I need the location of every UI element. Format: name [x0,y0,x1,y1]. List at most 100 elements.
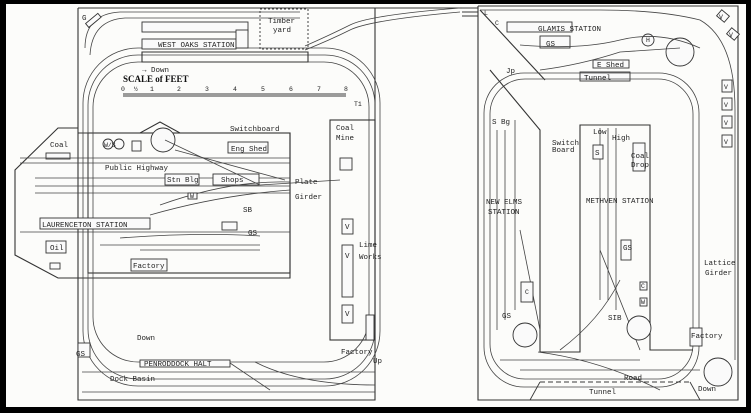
label-penroddock-halt: PENRODDOCK HALT [144,361,212,369]
v-wagon-r4 [721,134,733,148]
label-s: S [595,150,600,158]
label-v-d2: V [729,32,733,39]
v-wagon-3 [341,304,354,324]
turntable-left [512,322,538,348]
turntable-top [665,37,695,67]
turntable-mid [626,315,652,341]
water-tower [102,138,114,150]
label-west-oaks-station: WEST OAKS STATION [158,42,235,50]
s-hut [592,144,604,160]
label-stn-blg: Stn Blg [167,177,199,185]
label-v3: V [345,311,350,319]
v-wagon-d2 [725,27,741,41]
label-switch-board-1: Switch [552,140,579,148]
label-gs-left: GS [502,313,512,321]
label-v-r2: V [724,102,728,109]
label-high: High [612,135,630,143]
laurenceton-platform [39,217,151,230]
label-public-highway: Public Highway [105,165,169,173]
label-methven-station: METHVEN STATION [586,198,654,206]
w-building-mid [639,297,648,307]
label-c-mid: C [641,283,645,290]
sand-tower [113,138,125,150]
tunnel-top [579,71,631,82]
goods-shed-g [84,12,102,29]
label-lattice-1: Lattice [704,260,736,268]
label-coal-mine-2: Mine [336,135,354,143]
v-wagon-1 [341,218,354,235]
label-coal-mine-1: Coal [336,125,355,133]
v-wagon-r3 [721,115,733,129]
label-v-r3: V [724,120,728,127]
goods-shed [221,221,238,231]
label-v-r4: V [724,139,728,146]
right-loop-inner [489,78,694,380]
label-new-elms-1: NEW ELMS [486,199,523,207]
coal-mine-building [339,157,353,171]
label-down-bottom: Down [137,335,155,343]
engine-shed [227,141,269,154]
label-e-shed: E Shed [597,62,624,70]
tunnel-mouths [529,381,701,401]
label-timber-yard-2: yard [273,27,291,35]
c-building-mid [639,281,648,291]
label-jp: Jp [506,68,515,76]
factory-right [689,327,703,347]
right-baseboard-outline [477,5,739,401]
label-l: L [484,10,488,17]
diagonal-edge [479,9,546,81]
label-eng-shed: Eng Shed [231,146,267,154]
v-wagon-r1 [721,79,733,93]
right-board-inset [329,119,376,341]
label-tunnel-bottom: Tunnel [589,389,617,397]
label-s-bg: S Bg [492,119,510,127]
timber-yard-area [259,8,309,50]
label-gs-top: GS [546,41,556,49]
goods-shed-mid [620,239,632,261]
scale-tick-2: 2 [177,86,181,93]
label-lime-works-2: Works [359,254,382,262]
goods-shed-top [539,35,571,49]
left-extension-board [14,121,291,279]
top-tracks-right [480,9,736,360]
glamis-platform [506,21,573,33]
label-factory-right-plan: Factory [691,333,723,341]
label-dock-basin: Dock Basin [110,376,155,384]
label-up: Up [373,358,382,366]
label-plate: Plate [295,179,318,187]
label-girder: Girder [295,194,322,202]
w-hut [187,192,198,200]
label-ws: W/S [104,142,116,149]
left-labels: G Timber yard WEST OAKS STATION → Down S… [42,15,382,384]
paper [6,4,746,407]
methven-tracks [559,128,641,351]
scale-tick-half: ½ [134,85,138,93]
road-tracks [500,351,700,391]
label-coal-drop-2: Drop [631,162,649,170]
label-factory: Factory [133,263,165,271]
label-coal-drop-1: Coal [631,153,650,161]
label-switchboard: Switchboard [230,126,280,134]
label-v-d1: V [719,14,723,21]
label-oil: Oil [50,245,64,253]
label-c-left: C [525,289,529,296]
oil-tank [49,262,61,270]
scale-tick-1: 1 [150,86,154,93]
label-gs-mid-right: GS [623,245,633,253]
label-g: G [82,15,87,23]
scale-tick-4: 4 [233,86,237,93]
label-down-top: → Down [142,67,169,75]
scale-tick-6: 6 [289,86,293,93]
h-building [641,33,655,47]
label-v-r1: V [724,84,728,91]
west-oaks-platform-upper [141,21,249,33]
new-elms-tracks [496,120,541,331]
link-tracks [462,7,478,17]
label-switch-board-2: Board [552,147,575,155]
label-w-mid: W [641,299,645,306]
label-lime-works-1: Lime [359,242,377,250]
factory-building [130,258,168,272]
v-wagon-d1 [715,9,731,23]
turntable-bottom-right [703,357,733,387]
right-layout-plan [462,5,741,401]
